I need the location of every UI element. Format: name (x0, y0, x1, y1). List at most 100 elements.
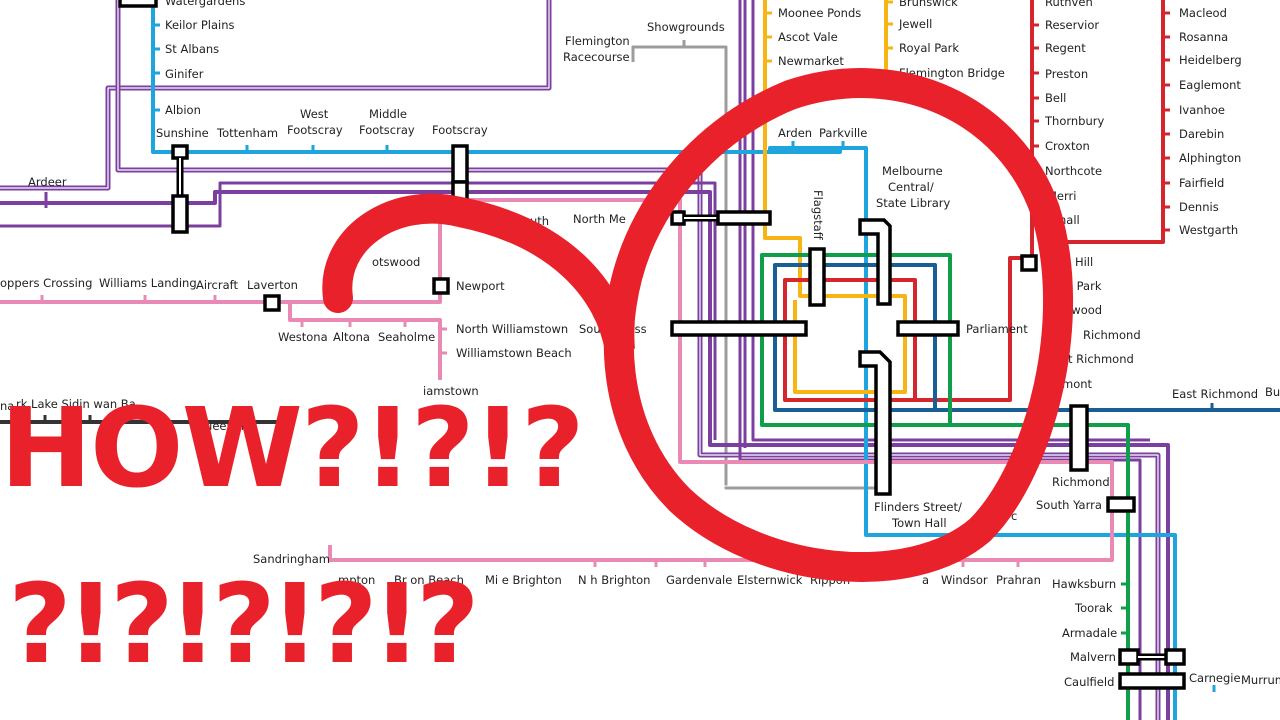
label-regent: Regent (1045, 41, 1086, 55)
label-gardenvale: Gardenvale (666, 573, 732, 587)
label-prahran: Prahran (996, 573, 1041, 587)
label-dennis: Dennis (1179, 200, 1219, 214)
label-west-footscray-1: West (300, 107, 329, 121)
label-showgrounds: Showgrounds (647, 20, 725, 34)
label-queenscliff: Queen iff (196, 419, 250, 433)
label-malvern: Malvern (1070, 650, 1116, 664)
overlay-line-1: HOW?!?!? (0, 384, 583, 512)
purple-line-bottom (0, 181, 717, 440)
grey-line-inner (634, 48, 880, 487)
label-hampton: mpton (338, 573, 375, 587)
label-albion: Albion (165, 103, 201, 117)
label-ivanhoe: Ivanhoe (1179, 103, 1225, 117)
label-middle-footscray-2: Footscray (359, 123, 415, 137)
label-thornbury: Thornbury (1044, 114, 1104, 128)
label-hoppers-crossing: oppers Crossing (0, 276, 92, 290)
label-watergardens: Watergardens (165, 0, 245, 8)
label-windsor: Windsor (941, 573, 988, 587)
label-bell: Bell (1045, 91, 1066, 105)
grey-line (631, 45, 880, 490)
label-caulfield: Caulfield (1064, 675, 1114, 689)
label-north-richmond: Richmond (1083, 328, 1141, 342)
label-west-richmond: t Richmond (1068, 352, 1134, 366)
label-jewell: Jewell (898, 17, 932, 31)
label-line-fragment: na (0, 399, 14, 413)
overlay-text: HOW?!?!? ?!?!?!?!? (0, 384, 585, 688)
label-ruthven: Ruthven (1045, 0, 1093, 9)
label-williams-landing: Williams Landing (99, 276, 197, 290)
label-laverton: Laverton (247, 278, 298, 292)
purple-line-lower (0, 190, 1170, 720)
label-mcg: c (1011, 509, 1017, 523)
label-westona: Westona (278, 330, 328, 344)
label-collingwood: gwood (1064, 303, 1102, 317)
label-lakeside: rk Lake Sidin wan Ba (16, 397, 136, 411)
label-northcote: Northcote (1045, 164, 1102, 178)
label-balaclava: a (922, 573, 929, 587)
label-reservoir: Reservior (1045, 18, 1099, 32)
label-ascot-vale: Ascot Vale (778, 30, 838, 44)
label-st-albans: St Albans (165, 42, 219, 56)
label-flemington-racecourse-2: Racecourse (563, 50, 630, 64)
label-ginifer: Ginifer (165, 67, 204, 81)
label-newmarket: Newmarket (778, 54, 844, 68)
overlay-line-2: ?!?!?!?!? (8, 560, 474, 688)
label-arden: Arden (778, 126, 812, 140)
label-middle-brighton: Mi e Brighton (485, 573, 562, 587)
label-preston: Preston (1045, 67, 1088, 81)
label-flinders-street-1: Flinders Street/ (874, 500, 962, 514)
label-parliament: Parliament (966, 322, 1028, 336)
label-newport: Newport (456, 279, 505, 293)
label-flemington-racecourse-1: Flemington (565, 34, 630, 48)
label-darebin: Darebin (1179, 127, 1224, 141)
label-jolimont: mont (1062, 377, 1093, 391)
label-melbourne-central-3: State Library (876, 196, 951, 210)
label-east-richmond: East Richmond (1172, 387, 1258, 401)
label-alphington: Alphington (1179, 151, 1241, 165)
label-carnegie: Carnegie (1189, 671, 1241, 685)
label-sandringham: Sandringham (253, 552, 330, 566)
label-fairfield: Fairfield (1179, 176, 1224, 190)
label-seaholme: Seaholme (378, 330, 435, 344)
label-melbourne-central-1: Melbourne (882, 164, 943, 178)
label-north-melbourne: North Me (573, 212, 626, 226)
red-annotations (322, 68, 1074, 583)
station-labels: Watergardens Keilor Plains St Albans Gin… (0, 0, 1280, 689)
label-ardeer: Ardeer (28, 175, 67, 189)
label-macleod: Macleod (1179, 6, 1227, 20)
label-westgarth: Westgarth (1179, 223, 1238, 237)
label-murrumbeena: Murrum (1241, 673, 1280, 687)
label-heidelberg: Heidelberg (1179, 53, 1242, 67)
label-moonee-ponds: Moonee Ponds (778, 6, 861, 20)
label-brunswick: Brunswick (899, 0, 958, 9)
label-west-footscray-2: Footscray (287, 123, 343, 137)
label-williamstown: iamstown (423, 384, 479, 398)
label-rosanna: Rosanna (1179, 30, 1228, 44)
label-elsternwick: Elsternwick (737, 573, 803, 587)
label-toorak: Toorak (1074, 601, 1113, 615)
label-flinders-street-2: Town Hall (891, 516, 947, 530)
label-north-williamstown: North Williamstown (456, 322, 568, 336)
label-aircraft: Aircraft (196, 278, 238, 292)
label-royal-park: Royal Park (899, 41, 959, 55)
label-burnley: Bu (1265, 385, 1280, 399)
label-richmond: Richmond (1052, 475, 1110, 489)
red-line-hurstbridge (1040, 0, 1165, 244)
label-parkville: Parkville (819, 126, 867, 140)
label-sunshine: Sunshine (156, 126, 209, 140)
label-spotswood: otswood (372, 255, 420, 269)
label-south-yarra: South Yarra (1036, 498, 1102, 512)
interchanges (118, 0, 1186, 690)
label-eaglemont: Eaglemont (1179, 78, 1241, 92)
label-footscray: Footscray (432, 123, 488, 137)
label-altona: Altona (333, 330, 370, 344)
label-williamstown-beach: Williamstown Beach (456, 346, 572, 360)
label-middle-footscray-1: Middle (369, 107, 407, 121)
label-tottenham: Tottenham (216, 126, 278, 140)
pink-line (0, 198, 1114, 562)
label-north-brighton: N h Brighton (578, 573, 650, 587)
yellow-line (763, 0, 907, 394)
hand-drawn-circle (322, 68, 1074, 583)
